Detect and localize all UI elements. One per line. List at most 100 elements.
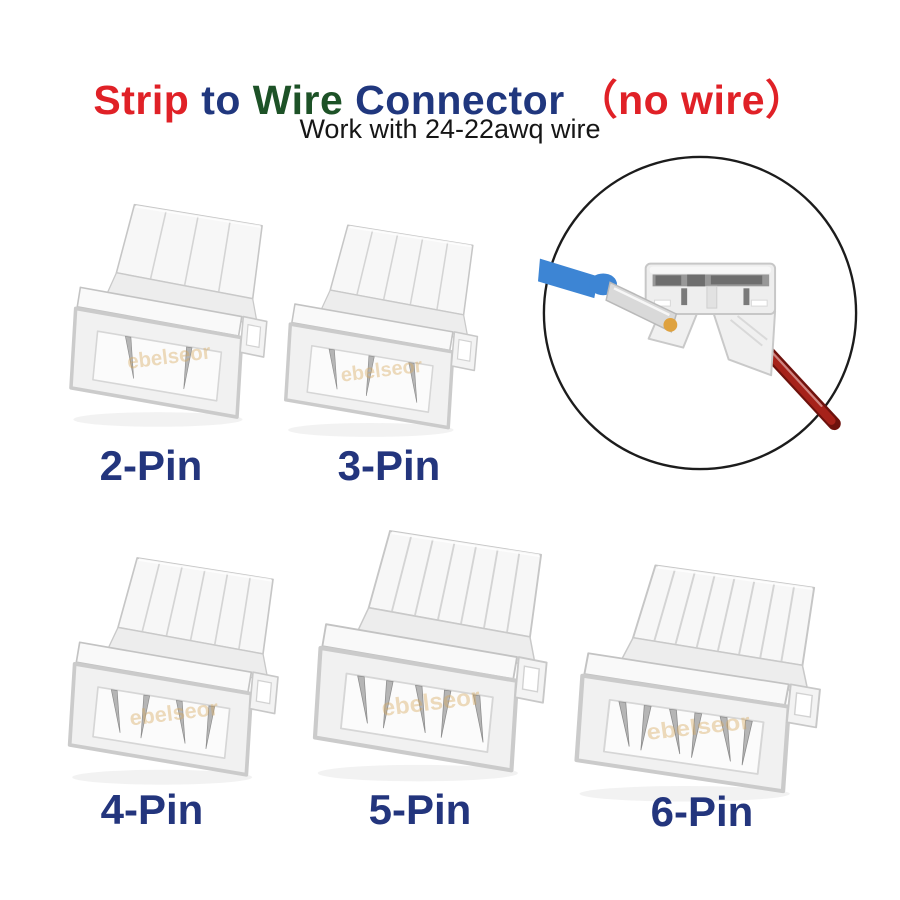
connector-pins xyxy=(357,675,484,743)
connector-graphic: ebelseor xyxy=(284,224,479,437)
connector-ear-hole xyxy=(245,323,262,349)
connector-pin xyxy=(140,694,151,739)
connector-shadow xyxy=(579,786,790,802)
connector-graphic: ebelseor xyxy=(574,564,821,802)
connector-pin xyxy=(205,705,216,749)
lid-ridge xyxy=(737,579,756,656)
lid-edge-highlight xyxy=(135,205,261,228)
contact-segment xyxy=(687,274,705,287)
connector-pin xyxy=(691,712,703,758)
led-strip xyxy=(537,258,678,333)
lid-ridge xyxy=(413,537,435,617)
connector-pins xyxy=(328,348,418,403)
led-strip-body xyxy=(537,258,599,299)
connector-pin xyxy=(175,700,186,744)
shell-slot xyxy=(750,299,768,307)
metal-contact-strip xyxy=(652,274,770,287)
connector-pin xyxy=(183,346,193,390)
connector-photo-2pin: ebelseor xyxy=(60,195,295,430)
connector-pin xyxy=(618,701,630,747)
lid-ridge xyxy=(382,233,399,301)
title-part-connector: Connector xyxy=(355,77,577,123)
title-part-nowire: （no wire） xyxy=(576,77,807,123)
connector-pin-mark xyxy=(681,288,688,306)
connector-ear-hole xyxy=(521,665,540,693)
lid-ridge xyxy=(759,582,776,659)
connector-center-post xyxy=(706,285,718,309)
lid-edge-highlight xyxy=(391,531,540,557)
title-part-wire: Wire xyxy=(252,77,356,123)
connector-ear-hole xyxy=(255,679,273,705)
connector-pin xyxy=(382,680,394,729)
lid-ridge xyxy=(436,540,456,621)
flap-ridge xyxy=(736,315,768,341)
lid-ridge xyxy=(506,551,521,633)
connector-shadow xyxy=(288,423,454,437)
connector-shadow xyxy=(72,769,253,785)
connector-pin xyxy=(669,708,681,755)
connector-opening xyxy=(92,686,231,760)
connector-pin-mark xyxy=(743,288,750,306)
connector-shadow xyxy=(317,764,518,782)
connector-pins xyxy=(618,701,753,766)
connector-pin xyxy=(640,705,652,751)
lid-edge-highlight xyxy=(138,558,272,582)
connector-label-3pin: 3-Pin xyxy=(337,442,441,489)
lid-ridge xyxy=(165,564,184,637)
connector-photo-6pin: ebelseor xyxy=(563,555,855,805)
connector-pin xyxy=(472,694,484,743)
connector-graphic: ebelseor xyxy=(312,530,548,782)
lid-ridge xyxy=(780,584,796,663)
contact-segment xyxy=(710,275,763,285)
lid-ridge xyxy=(390,534,413,613)
lid-edge-highlight xyxy=(657,565,813,590)
connector-label-6pin: 6-Pin xyxy=(650,788,754,835)
usage-inset xyxy=(537,150,863,476)
connector-shell-sheen xyxy=(649,266,772,274)
connector-graphic: ebelseor xyxy=(69,203,268,427)
led-strip-tip xyxy=(605,281,678,333)
led-strip-tip-sheen xyxy=(613,287,670,317)
lid-ridge xyxy=(409,237,424,306)
flap-ridge xyxy=(730,319,763,347)
lid-ridge xyxy=(459,544,478,625)
lid-ridge xyxy=(653,567,677,642)
lid-ridge xyxy=(356,229,374,296)
connector-pin xyxy=(719,716,731,762)
lid-ridge xyxy=(217,220,231,293)
lid-ridge xyxy=(695,573,716,649)
connector-pin xyxy=(741,719,753,766)
lid-ridge xyxy=(141,561,161,633)
connector-label-5pin: 5-Pin xyxy=(368,786,472,833)
connector-pin xyxy=(408,362,418,403)
lid-ridge xyxy=(716,576,736,652)
connector-photo-3pin: ebelseor xyxy=(275,216,505,440)
connector-shadow xyxy=(73,412,243,427)
lid-ridge xyxy=(149,209,168,280)
title-part-strip: Strip xyxy=(93,77,202,123)
contact-segment xyxy=(655,275,682,286)
lid-ridge xyxy=(183,215,200,286)
connector-pins xyxy=(110,689,216,749)
lid-ridge xyxy=(213,572,229,646)
connector-pin xyxy=(357,675,368,724)
connector-label-2pin: 2-Pin xyxy=(99,442,203,489)
connector-pin xyxy=(440,689,452,738)
connector-ear-hole xyxy=(793,692,813,718)
connector-pins xyxy=(125,336,193,390)
lid-edge-highlight xyxy=(349,225,472,248)
subtitle: Work with 24-22awq wire xyxy=(299,114,601,144)
connector-label-4pin: 4-Pin xyxy=(100,786,204,833)
led-solder-pad xyxy=(663,317,678,332)
connector-graphic: ebelseor xyxy=(67,557,279,785)
connector-pin xyxy=(415,684,426,733)
connector-opening xyxy=(306,344,434,413)
lid-ridge xyxy=(238,575,252,650)
connector-pin xyxy=(365,355,375,397)
lid-ridge xyxy=(482,547,499,629)
connector-pin xyxy=(125,336,134,379)
connector-ear-hole xyxy=(456,338,472,362)
lid-ridge xyxy=(674,570,697,645)
connector-photo-4pin: ebelseor xyxy=(58,548,308,788)
